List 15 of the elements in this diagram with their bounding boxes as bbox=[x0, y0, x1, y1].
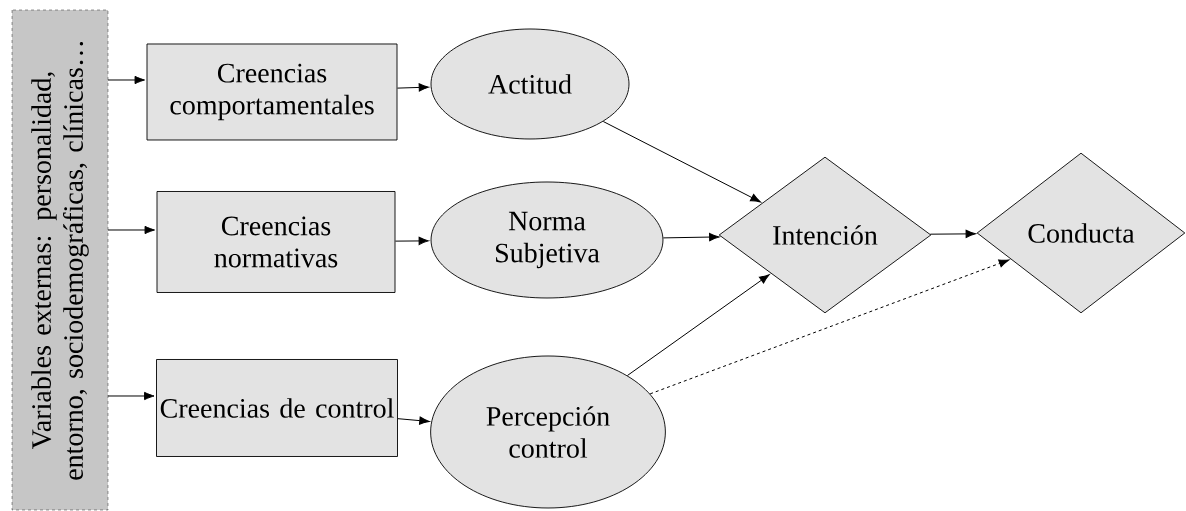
arrow bbox=[929, 229, 977, 238]
arrow bbox=[396, 83, 430, 92]
arrow bbox=[626, 274, 770, 376]
process-box: Creencias comportamentales bbox=[146, 43, 398, 141]
arrow bbox=[649, 259, 1010, 395]
arrow bbox=[107, 225, 155, 235]
arrow bbox=[602, 121, 761, 203]
process-box: Creencias normativas bbox=[156, 191, 396, 293]
arrow bbox=[394, 236, 430, 246]
arrow bbox=[107, 391, 155, 401]
arrow bbox=[397, 416, 430, 425]
dashed-text-box: Variables externas: personalidad, entorno, sociodemográficas, clínicas… bbox=[11, 9, 109, 511]
arrow bbox=[662, 232, 720, 242]
arrow bbox=[107, 75, 145, 85]
process-box: Creencias de control bbox=[156, 359, 398, 457]
